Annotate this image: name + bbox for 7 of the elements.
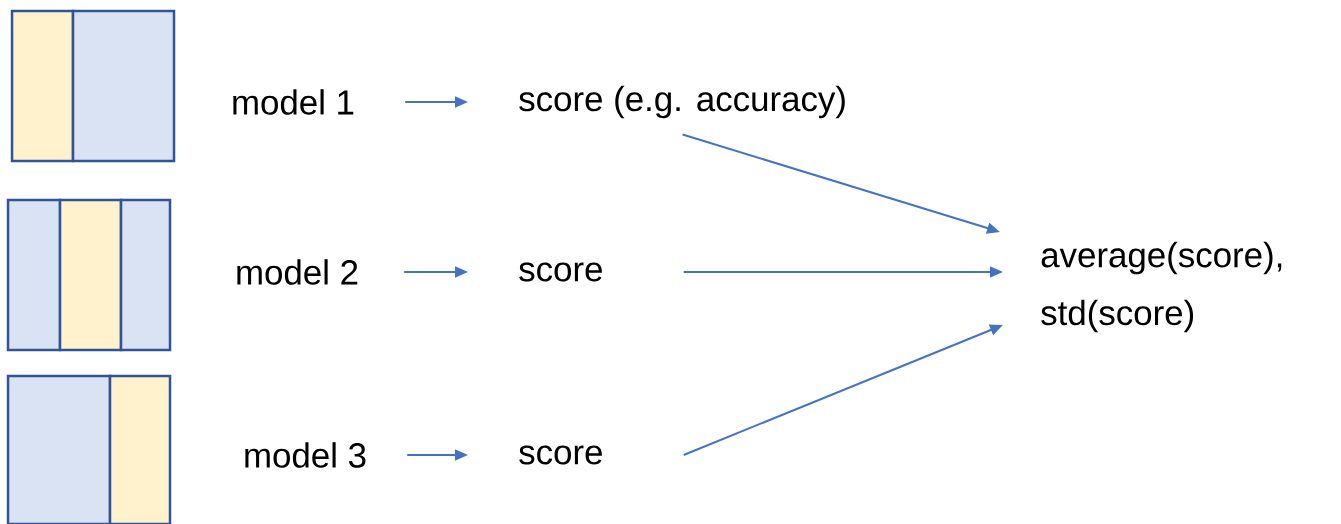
text-label: model 1: [233, 89, 354, 115]
text-label: score: [519, 445, 602, 465]
text-label: average(score), std(score): [1041, 241, 1282, 333]
text-label: model 3: [245, 442, 366, 468]
text-label: score: [519, 262, 602, 282]
text-label: model 2: [237, 259, 358, 285]
text-label: score (e.g. accuracy): [519, 85, 845, 119]
